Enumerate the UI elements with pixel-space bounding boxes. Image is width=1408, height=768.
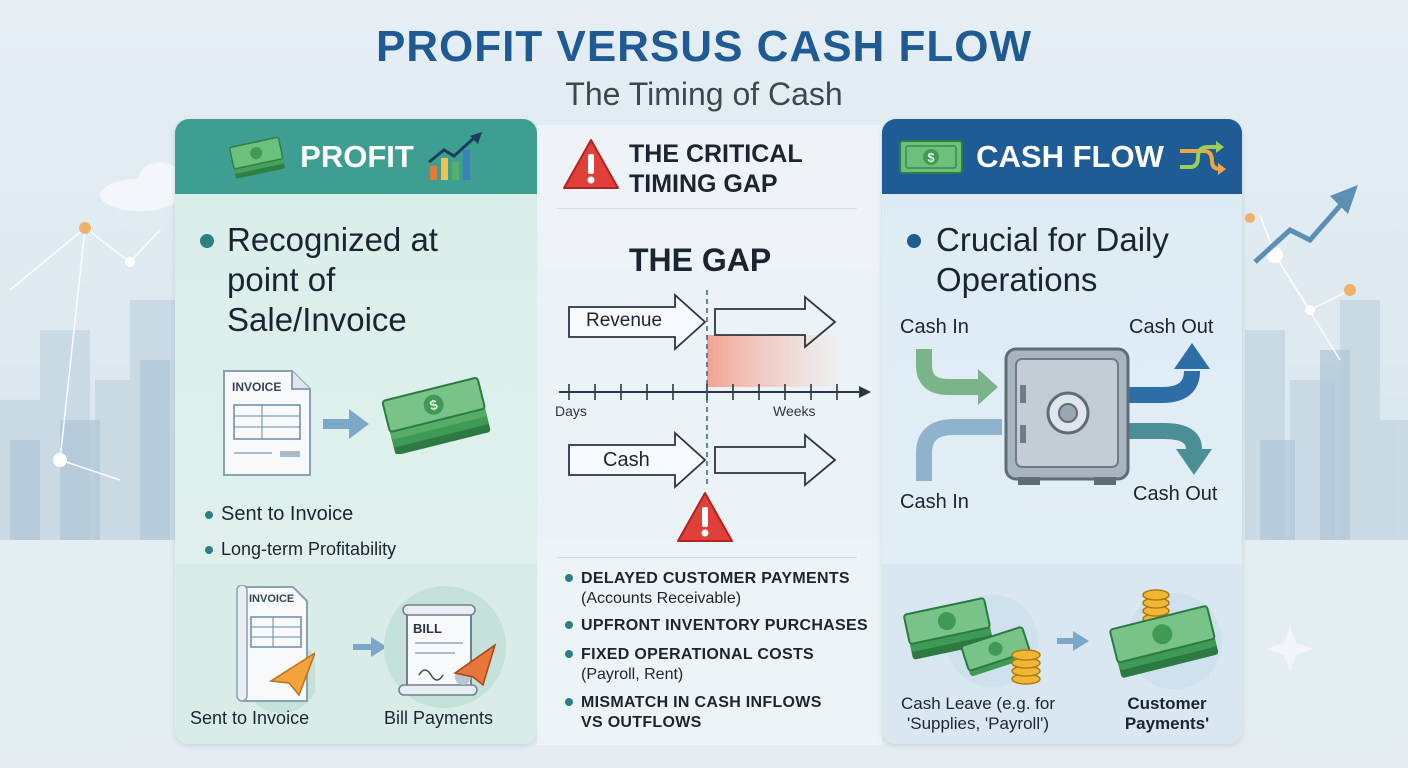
page-title: PROFIT VERSUS CASH FLOW: [375, 22, 1033, 71]
bullet-dot: [565, 650, 573, 658]
gap-item-mismatch: MISMATCH IN CASH INFLOWS VS OUTFLOWS: [565, 693, 822, 733]
bullet-dot: [565, 698, 573, 706]
gap-highlight: [707, 335, 837, 387]
cash-leave-caption: Cash Leave (e.g. for 'Supplies, 'Payroll…: [898, 694, 1058, 734]
customer-payments-caption-line-2: Payments': [1124, 714, 1210, 733]
profit-panel: PROFIT Recognized at point of Sale/Invoi…: [175, 119, 537, 744]
cash-flow-safe-diagram: [916, 343, 1212, 485]
bill-doc-label: BILL: [413, 621, 442, 636]
money-stack-icon: $: [381, 377, 491, 454]
bill-payments-caption: Bill Payments: [384, 708, 494, 728]
revenue-arrow: [568, 292, 707, 352]
gap-item-3-title: FIXED OPERATIONAL COSTS: [581, 646, 814, 663]
cash-label: Cash: [603, 449, 650, 471]
bullet-dot: [907, 234, 921, 248]
cash-out-top-label: Cash Out: [1129, 316, 1214, 338]
profit-main-line-3: Sale/Invoice: [227, 301, 407, 338]
svg-text:$: $: [928, 150, 936, 165]
profit-bullet-2: Long-term Profitability: [205, 539, 396, 560]
gap-item-1-sub: (Accounts Receivable): [581, 590, 742, 607]
bullet-dot: [565, 574, 573, 582]
cash-leave-money-icon: [903, 595, 1041, 687]
revenue-label: Revenue: [586, 310, 663, 331]
cash-in-bottom-label: Cash In: [900, 491, 969, 513]
timing-gap-timeline: [559, 290, 871, 490]
cash-out-bottom-label: Cash Out: [1133, 483, 1218, 505]
timing-gap-header-line-1: THE CRITICAL: [629, 140, 803, 168]
axis-label-weeks: Weeks: [773, 403, 816, 419]
gap-item-3-sub: (Payroll, Rent): [581, 666, 684, 683]
divider: [557, 557, 857, 558]
gap-item-delayed-payments: DELAYED CUSTOMER PAYMENTS (Accounts Rece…: [565, 569, 850, 609]
gap-item-inventory: UPFRONT INVENTORY PURCHASES: [565, 616, 868, 636]
timing-gap-header: THE CRITICAL TIMING GAP: [629, 139, 803, 199]
cash-flow-header-title: CASH FLOW: [976, 138, 1164, 174]
invoice-doc-label: INVOICE: [232, 380, 282, 394]
profit-main-line-2: point of: [227, 261, 336, 298]
profit-header: PROFIT: [175, 119, 537, 194]
cash-arrow-continued: [714, 433, 837, 487]
gap-item-2-title: UPFRONT INVENTORY PURCHASES: [581, 617, 868, 634]
invoice-document-icon: INVOICE: [222, 369, 312, 477]
divider: [557, 208, 857, 209]
cash-flow-panel: $ CASH FLOW Crucial for Daily Operations…: [882, 119, 1242, 744]
timing-gap-panel: THE CRITICAL TIMING GAP THE GAP: [537, 125, 882, 745]
profit-bullet-1: Sent to Invoice: [205, 503, 353, 526]
invoice-doc-label-2: INVOICE: [249, 593, 295, 605]
bullet-dot: [565, 621, 573, 629]
sent-to-invoice-caption: Sent to Invoice: [190, 708, 310, 728]
bullet-dot: [205, 510, 213, 519]
cash-flow-main-line-1: Crucial for Daily: [936, 221, 1169, 258]
customer-payments-money-icon: [1109, 589, 1222, 689]
cash-flow-header: $ CASH FLOW: [882, 119, 1242, 194]
growth-chart-icon: [427, 131, 482, 180]
gap-item-4-title: MISMATCH IN CASH INFLOWS: [581, 694, 822, 711]
invoice-send-illustration: INVOICE: [223, 584, 319, 713]
warning-icon: [677, 492, 733, 542]
cash-leave-caption-line-1: Cash Leave (e.g. for: [900, 694, 1056, 713]
svg-text:$: $: [428, 396, 440, 413]
timing-gap-header-line-2: TIMING GAP: [629, 170, 778, 198]
bullet-dot: [205, 546, 213, 555]
profit-header-title: PROFIT: [300, 138, 414, 174]
customer-payments-caption: Customer Payments': [1108, 694, 1226, 734]
cash-leave-caption-line-2: 'Supplies, 'Payroll'): [906, 714, 1050, 733]
money-stack-icon: [229, 136, 285, 178]
arrow-right-icon: [1057, 631, 1089, 651]
revenue-arrow-continued: [714, 295, 837, 349]
cash-in-top-label: Cash In: [900, 316, 969, 338]
gap-item-1-title: DELAYED CUSTOMER PAYMENTS: [581, 570, 850, 587]
banknote-icon: $: [899, 139, 964, 174]
page-subtitle: The Timing of Cash: [565, 76, 843, 112]
bullet-dot: [200, 234, 214, 248]
bill-payment-illustration: BILL: [383, 585, 507, 709]
arrow-right-icon: [353, 637, 387, 657]
cash-arrow: [568, 430, 707, 490]
profit-bullet-2-text: Long-term Profitability: [221, 539, 397, 559]
gap-item-fixed-costs: FIXED OPERATIONAL COSTS (Payroll, Rent): [565, 645, 814, 685]
warning-icon: [563, 139, 619, 189]
customer-payments-caption-line-1: Customer: [1127, 694, 1207, 713]
axis-label-days: Days: [555, 403, 587, 419]
profit-bullet-1-text: Sent to Invoice: [221, 503, 354, 525]
arrow-right-icon: [323, 409, 369, 439]
profit-main-line-1: Recognized at: [227, 221, 438, 258]
cash-flow-main-point: Crucial for Daily Operations: [904, 220, 1169, 300]
flow-arrows-icon: [1179, 140, 1226, 175]
the-gap-title: THE GAP: [629, 242, 772, 278]
profit-main-point: Recognized at point of Sale/Invoice: [197, 220, 438, 340]
cash-flow-main-line-2: Operations: [936, 261, 1098, 298]
gap-item-4-sub: VS OUTFLOWS: [581, 714, 702, 731]
